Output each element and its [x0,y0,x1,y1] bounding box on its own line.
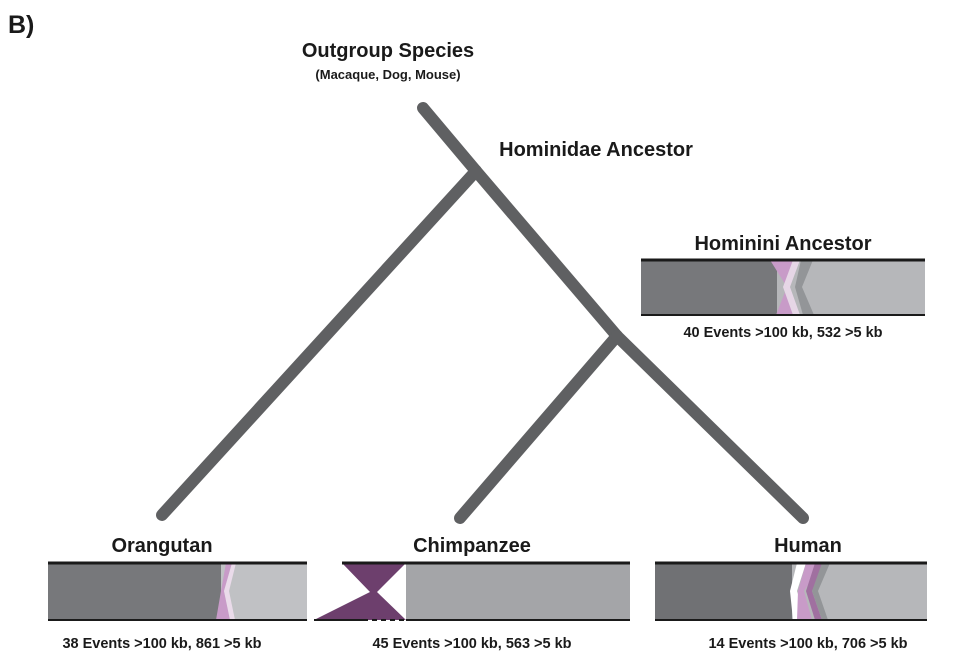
inversion-band [314,563,406,620]
species-label-orangutan: Orangutan [111,535,212,557]
hominidae-ancestor-label: Hominidae Ancestor [499,139,693,161]
species-label-human: Human [774,535,842,557]
orangutan-events: 38 Events >100 kb, 861 >5 kb [62,636,261,652]
chimpanzee-events: 45 Events >100 kb, 563 >5 kb [372,636,571,652]
branch-chimpanzee [460,336,617,518]
hominini-ancestor-label: Hominini Ancestor [694,233,871,255]
species-label-chimpanzee: Chimpanzee [413,535,531,557]
human-synteny-block [655,563,927,620]
outgroup-title: Outgroup Species [302,40,474,62]
branch-hominini [476,171,617,336]
chimpanzee-synteny-block [314,563,630,620]
hominini-synteny-block [641,260,925,315]
human-events: 14 Events >100 kb, 706 >5 kb [708,636,907,652]
branch-root [423,108,476,171]
branch-orangutan [162,171,476,515]
outgroup-subtitle: (Macaque, Dog, Mouse) [315,67,460,82]
orangutan-synteny-block [48,563,307,620]
panel-label: B) [8,11,34,39]
branch-human [617,336,803,518]
hominini-events: 40 Events >100 kb, 532 >5 kb [683,325,882,341]
